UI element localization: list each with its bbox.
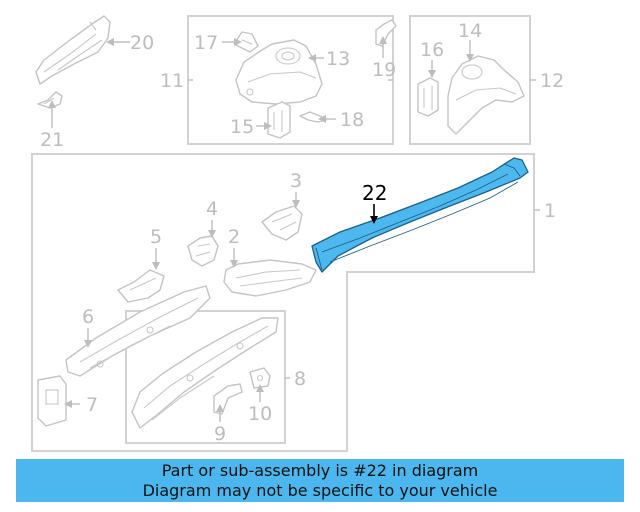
part-10	[249, 367, 271, 389]
part-17	[233, 31, 259, 53]
part-7	[37, 375, 67, 427]
banner-line-2: Diagram may not be specific to your vehi…	[142, 481, 498, 500]
part-14	[447, 55, 525, 135]
callout-7: 7	[86, 394, 98, 416]
callout-10: 10	[248, 403, 272, 425]
part-3	[261, 205, 303, 241]
callout-17: 17	[194, 32, 218, 54]
part-2	[223, 259, 317, 297]
part-16	[417, 77, 439, 117]
part-15	[267, 101, 291, 139]
callout-11: 11	[160, 70, 184, 92]
callout-16: 16	[420, 39, 444, 61]
callout-15: 15	[230, 116, 254, 138]
callout-2: 2	[228, 226, 240, 248]
callout-22: 22	[362, 181, 387, 205]
part-13	[235, 39, 323, 105]
callout-8: 8	[294, 368, 306, 390]
part-5	[117, 269, 165, 303]
leaders	[48, 36, 540, 422]
callout-9: 9	[214, 423, 226, 445]
callout-5: 5	[150, 226, 162, 248]
callout-14: 14	[458, 20, 482, 42]
callout-19: 19	[372, 59, 396, 81]
group-box-1	[31, 153, 535, 452]
callout-4: 4	[206, 198, 218, 220]
group-box-8	[125, 310, 286, 444]
part-22-highlighted[interactable]	[311, 157, 529, 273]
part-20	[35, 15, 111, 85]
callout-12: 12	[540, 70, 564, 92]
part-6	[65, 285, 211, 377]
part-19	[375, 19, 397, 47]
info-banner: Part or sub-assembly is #22 in diagram D…	[16, 459, 624, 502]
part-4	[187, 235, 219, 267]
callout-20: 20	[130, 32, 154, 54]
callout-6: 6	[82, 306, 94, 328]
callout-13: 13	[326, 48, 350, 70]
banner-line-1: Part or sub-assembly is #22 in diagram	[161, 461, 479, 480]
callout-21: 21	[40, 129, 64, 151]
part-8	[131, 317, 279, 429]
callout-1: 1	[544, 200, 556, 222]
callout-3: 3	[290, 170, 302, 192]
callout-18: 18	[340, 109, 364, 131]
